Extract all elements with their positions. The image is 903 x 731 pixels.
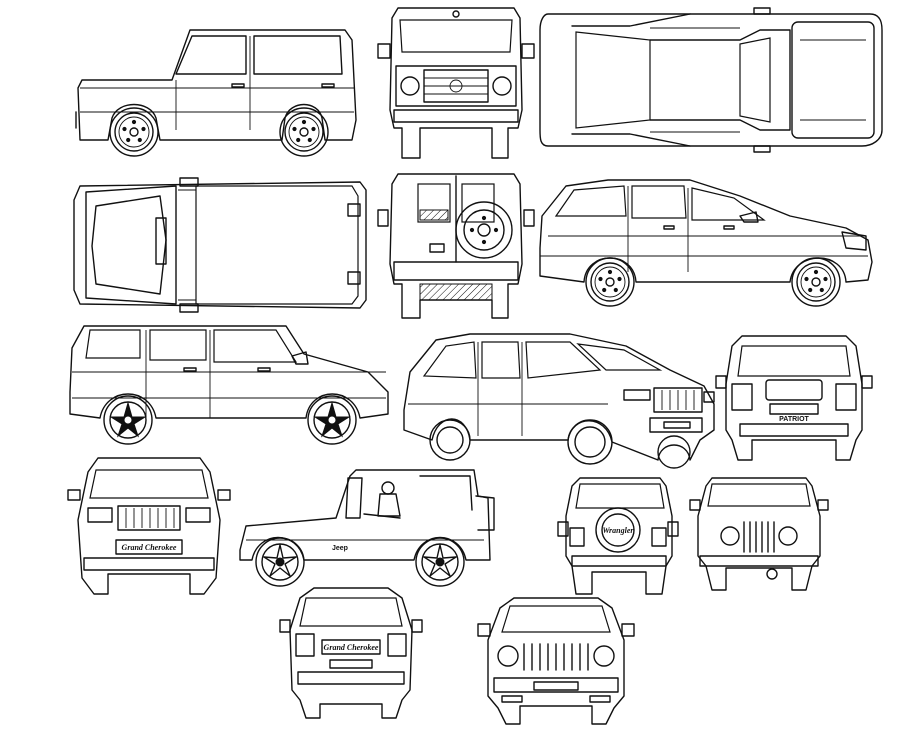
front-wheel-icon — [585, 257, 635, 307]
grand-cherokee-perspective-view — [403, 333, 715, 469]
wrangler-front-view — [689, 477, 829, 591]
rear-wheel-icon — [415, 537, 465, 587]
grand-cherokee-front-badge: Grand Cherokee — [122, 543, 177, 552]
gwagon-rear-view — [377, 173, 535, 319]
rear-wheel-icon — [279, 107, 329, 157]
patriot-badge: PATRIOT — [779, 416, 809, 423]
wrangler-side-badge: Jeep — [332, 545, 348, 552]
liberty-front-view — [477, 597, 635, 725]
wrangler-tire-cover-label: Wrangler — [603, 526, 635, 535]
patriot-rear-view: PATRIOT — [715, 335, 873, 461]
rear-wheel-icon — [791, 257, 841, 307]
patriot-side-view — [69, 325, 389, 445]
gwagon-front-view — [377, 7, 535, 159]
front-wheel-icon — [103, 395, 153, 445]
wrangler-side-view: Jeep — [239, 469, 495, 587]
wrangler-rear-view: Wrangler — [557, 477, 679, 595]
grand-cherokee-rear-view: Grand Cherokee — [279, 587, 423, 719]
grand-cherokee-side-view — [539, 179, 873, 307]
gwagon-side-view — [75, 29, 357, 157]
rear-wheel-icon — [307, 395, 357, 445]
spare-tire-icon — [595, 507, 641, 553]
pickup-top-view — [539, 7, 883, 153]
gwagon-top-view — [73, 177, 367, 313]
spare-tire-icon — [455, 201, 513, 259]
front-wheel-icon — [109, 107, 159, 157]
front-wheel-icon — [255, 537, 305, 587]
grand-cherokee-rear-badge: Grand Cherokee — [324, 643, 379, 652]
grand-cherokee-front-view: Grand Cherokee — [67, 457, 231, 595]
